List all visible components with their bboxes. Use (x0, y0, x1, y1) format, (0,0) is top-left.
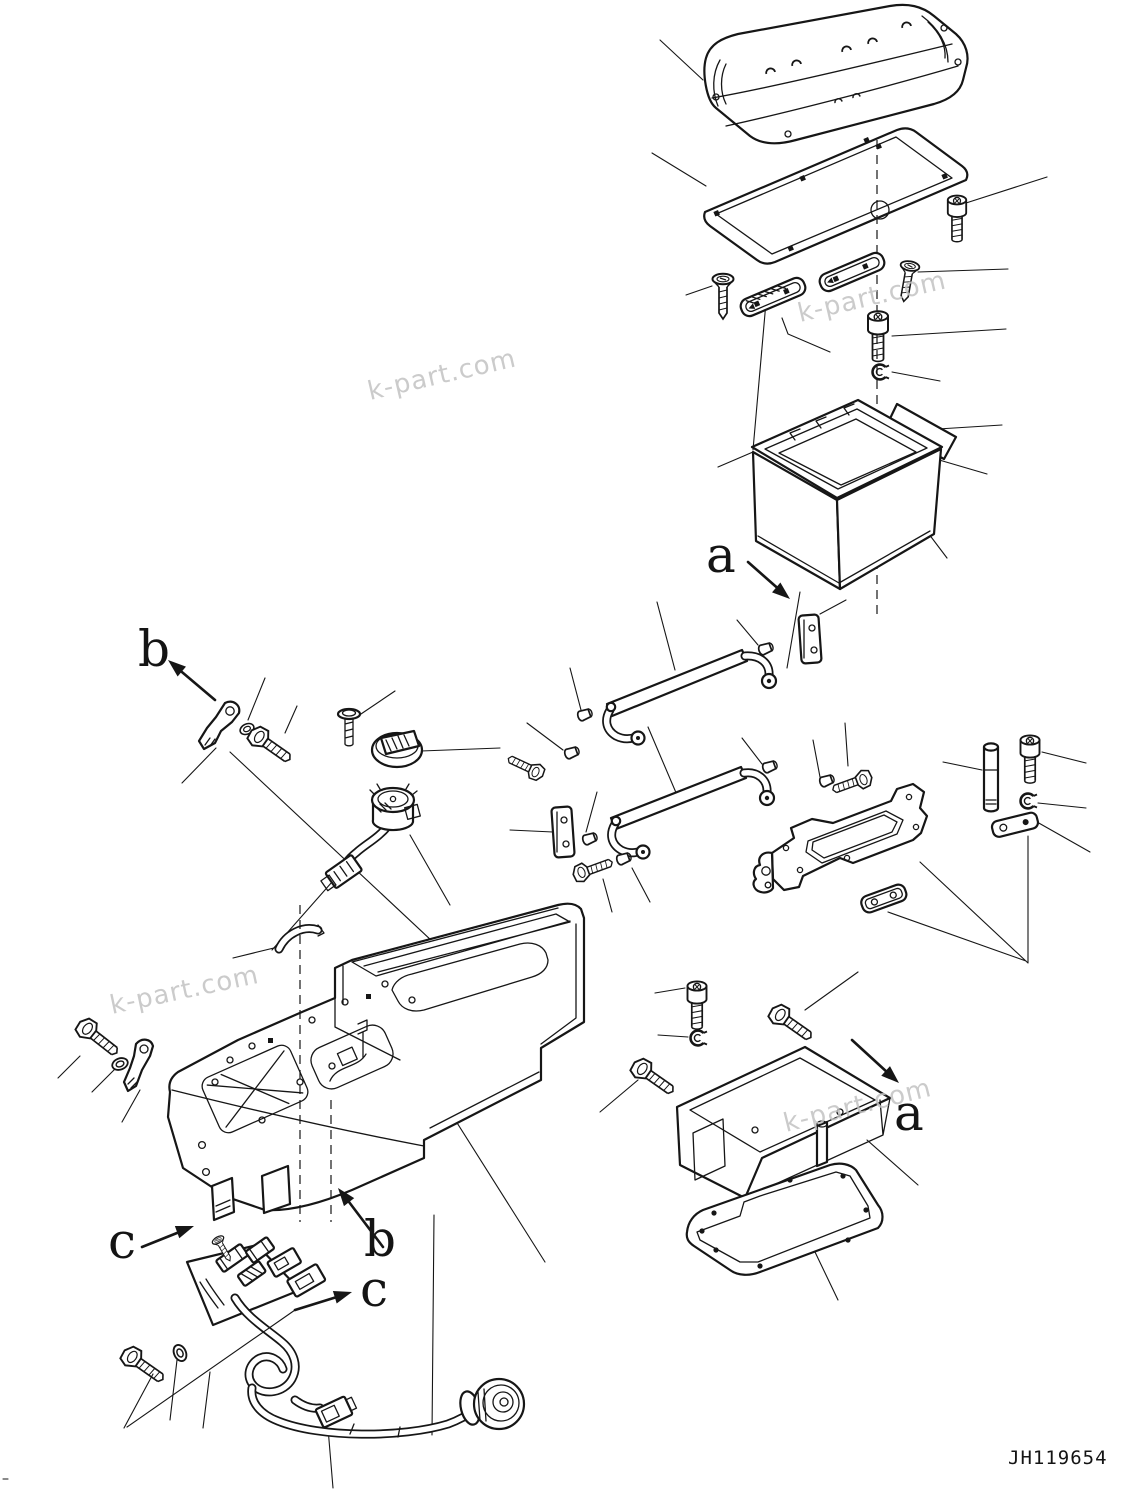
pot-connector (320, 854, 363, 892)
box-hex-bolt-top (764, 1000, 819, 1047)
lever-fasteners (503, 619, 876, 913)
armrest-pad (659, 3, 969, 145)
callout-b-top: b (138, 620, 217, 702)
harness-washer (170, 1341, 190, 1365)
section-label-a: a (706, 526, 736, 584)
assembly-lines (752, 301, 831, 451)
base-plate (651, 127, 969, 265)
clamp-plate-left (739, 276, 807, 318)
e-clip-center (871, 363, 941, 382)
wiring-harness (116, 1233, 526, 1489)
harness-bolt (116, 1342, 171, 1389)
console-body (166, 902, 586, 1222)
potentiometer (271, 783, 451, 951)
section-label-a2: a (894, 1084, 924, 1142)
box-e-clip (689, 1029, 709, 1047)
link-plate-right (990, 811, 1091, 853)
section-label-c2: c (360, 1260, 388, 1318)
flange-screw-knob (336, 690, 396, 747)
clamp-plate-right (818, 251, 886, 293)
e-ring-right (1019, 792, 1087, 810)
flat-head-screw-left (685, 272, 735, 320)
callout-c-left: c (108, 1212, 197, 1270)
watermark-text: k-part.com (365, 343, 519, 406)
drawing-number: JH119654 (1008, 1447, 1108, 1469)
socket-bolt-right (1019, 734, 1087, 785)
callout-b-bottom: b (332, 1183, 396, 1268)
lever-assembly-upper (602, 601, 778, 746)
mounting-plate (752, 782, 929, 894)
section-label-b2: b (364, 1210, 396, 1268)
control-knob (370, 729, 501, 769)
socket-bolt-center (867, 310, 1007, 363)
section-label-c: c (108, 1212, 136, 1270)
bracket-box (599, 971, 919, 1200)
console-leg-right (260, 1164, 292, 1215)
section-label-b: b (138, 620, 170, 678)
round-connector (459, 1377, 526, 1431)
box-socket-bolt (686, 980, 708, 1031)
flat-head-screw-right (893, 258, 1009, 304)
lever-assembly-lower (607, 726, 776, 860)
pivot-block-right (797, 599, 847, 665)
pivot-block-left (509, 805, 576, 859)
storage-box (717, 398, 1003, 669)
link-tab (860, 883, 908, 914)
callout-a-bottom: a (850, 1038, 924, 1142)
console-left-fasteners (57, 1013, 155, 1123)
branch-connector (290, 1395, 358, 1429)
hex-bolt-b (243, 722, 298, 769)
console-leg-left (210, 1176, 236, 1222)
callout-a-top: a (706, 526, 795, 604)
terminal-bracket (181, 677, 298, 784)
watermark-text: k-part.com (107, 960, 261, 1021)
harness-connectors (199, 1233, 327, 1309)
socket-screw-top-right (946, 176, 1048, 243)
cover-gasket (685, 1162, 884, 1301)
guide-pin-right (942, 742, 1000, 813)
console-centerlines (299, 905, 332, 1222)
box-hex-bolt-left (626, 1054, 681, 1101)
callout-c-bottom: c (126, 1260, 388, 1428)
half-moon-clamp (232, 924, 325, 959)
